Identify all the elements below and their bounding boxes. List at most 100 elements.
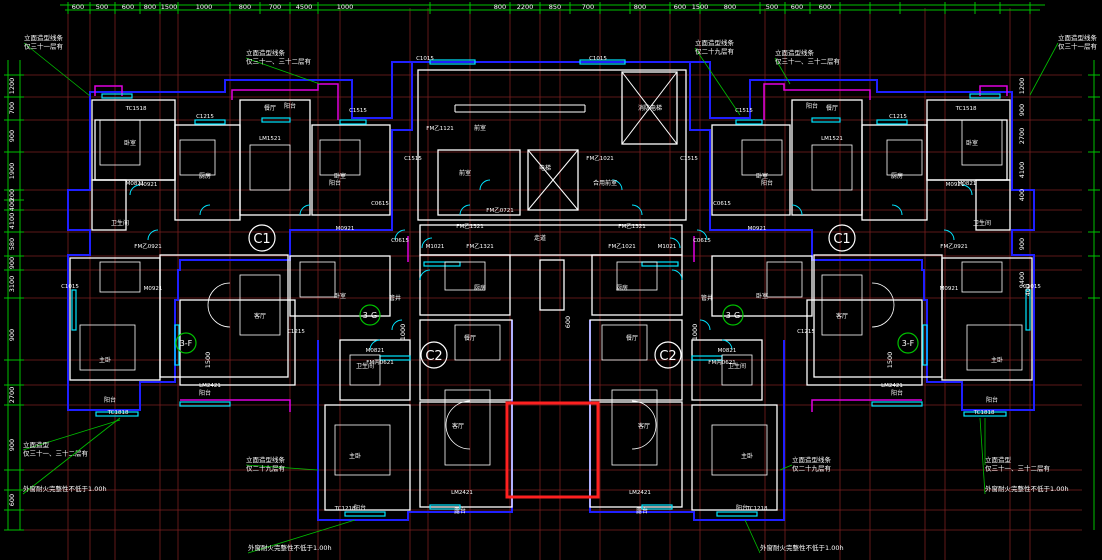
room-label: 客厅	[836, 312, 848, 320]
elevator-cross	[621, 71, 678, 145]
room-label: 卧室	[334, 292, 346, 300]
room-label: 阳台	[199, 389, 211, 397]
dim-label-left: 580	[8, 238, 16, 250]
dim-label-top: 700	[269, 3, 281, 11]
wall-elevator	[527, 149, 579, 211]
dim-label-top: 850	[549, 3, 561, 11]
tag-label: FM乙1021	[608, 243, 635, 250]
axis-bubble-label: C1	[253, 232, 270, 247]
door-swing	[129, 184, 141, 196]
bay-window-curve	[207, 282, 231, 328]
callout-leader	[744, 519, 761, 554]
wall-room	[179, 299, 296, 386]
door-swing	[671, 269, 683, 281]
tag-label: M0821	[718, 348, 737, 354]
door-swing	[394, 229, 406, 241]
room-label: 厨房	[891, 172, 903, 180]
window	[423, 261, 461, 267]
callout-text: 立面造型线条仅三十一、三十二层有	[246, 48, 312, 66]
tag-label: LM2421	[451, 490, 473, 496]
wall-room	[691, 404, 778, 511]
kitchen-counter	[444, 261, 486, 291]
room-label: 主卧	[741, 452, 753, 460]
dim-label-top: 600	[791, 3, 803, 11]
dim-label-top: 500	[766, 3, 778, 11]
tag-label: LM2421	[629, 490, 651, 496]
tag-label: LM2421	[199, 383, 221, 389]
window	[1025, 289, 1031, 331]
windows	[71, 59, 1031, 517]
kitchen-counter	[179, 139, 216, 176]
room-label: 消防电梯	[638, 104, 662, 112]
dim-label-right: 400	[1018, 189, 1026, 201]
tag-label: M0821	[126, 181, 145, 187]
dimension-lines	[4, 2, 1100, 531]
window	[261, 117, 291, 123]
facade-line	[94, 85, 123, 96]
dim-label-top: 600	[819, 3, 831, 11]
tag-label: TC1818	[973, 410, 995, 416]
door-swing	[199, 204, 211, 216]
wall-corridor	[419, 224, 683, 256]
tag-label: FM乙0721	[486, 207, 513, 214]
callout-text: 立面造型线条仅二十九层有	[246, 455, 286, 473]
tag-label: M0821	[366, 348, 385, 354]
dim-label-left: 600	[8, 494, 16, 506]
window	[194, 119, 226, 125]
dim-label-top: 1000	[196, 3, 213, 11]
door-swing	[479, 179, 491, 191]
tag-label: C1515	[680, 156, 698, 162]
window	[641, 261, 679, 267]
tag-label: LM1521	[821, 136, 843, 142]
room-label: 餐厅	[626, 334, 638, 342]
room-label: 客厅	[638, 422, 650, 430]
window	[963, 411, 1007, 417]
axis-bubble-label: C2	[659, 349, 676, 364]
door-swing	[421, 237, 433, 249]
dim-label-top: 500	[96, 3, 108, 11]
facade-lines	[94, 83, 1008, 412]
callout-leader	[694, 47, 741, 116]
room-label: 合用前室	[593, 179, 617, 187]
room-label: 餐厅	[264, 104, 276, 112]
dim-label-top: 800	[239, 3, 251, 11]
tag-label: FM乙1321	[618, 223, 645, 230]
window	[969, 93, 1001, 99]
sofa	[239, 274, 281, 336]
axis-bubble-label: 3-G	[726, 311, 740, 320]
walls	[69, 69, 1033, 511]
facade-line	[180, 399, 291, 412]
callout-leader	[774, 57, 791, 85]
door-swing	[369, 339, 381, 351]
dim-label-left: 1900	[8, 163, 16, 180]
door-swing	[721, 339, 733, 351]
kitchen-counter	[886, 139, 923, 176]
door-swing	[391, 319, 403, 331]
room-label: 卫生间	[356, 362, 374, 370]
outline-left	[67, 61, 413, 411]
axis-bubble-circle	[897, 332, 919, 354]
tag-label: C1015	[589, 56, 607, 62]
window	[735, 119, 763, 125]
room-label: 卧室	[334, 172, 346, 180]
dim-label-top: 600	[72, 3, 84, 11]
dim-label-top: 1000	[337, 3, 354, 11]
callout-text: 立面造型线条仅三十一层有	[1058, 33, 1098, 51]
tag-label: C1515	[735, 108, 753, 114]
tag-label: C0615	[391, 238, 409, 244]
dim-label-top: 600	[122, 3, 134, 11]
callout-text: 外窗耐火完整性不低于1.00h	[985, 484, 1069, 493]
callout-leader	[23, 42, 91, 97]
tag-label: M0821	[958, 181, 977, 187]
tag-label: LM2421	[881, 383, 903, 389]
tag-label: FM乙1321	[466, 243, 493, 250]
axis-bubble-label: 3-F	[902, 339, 915, 348]
axis-bubble-circle	[654, 341, 682, 369]
door-swing	[611, 179, 623, 191]
wall-room	[239, 99, 311, 216]
tag-label: TC1218	[746, 506, 768, 512]
window	[922, 324, 928, 366]
wall-core	[417, 69, 687, 221]
